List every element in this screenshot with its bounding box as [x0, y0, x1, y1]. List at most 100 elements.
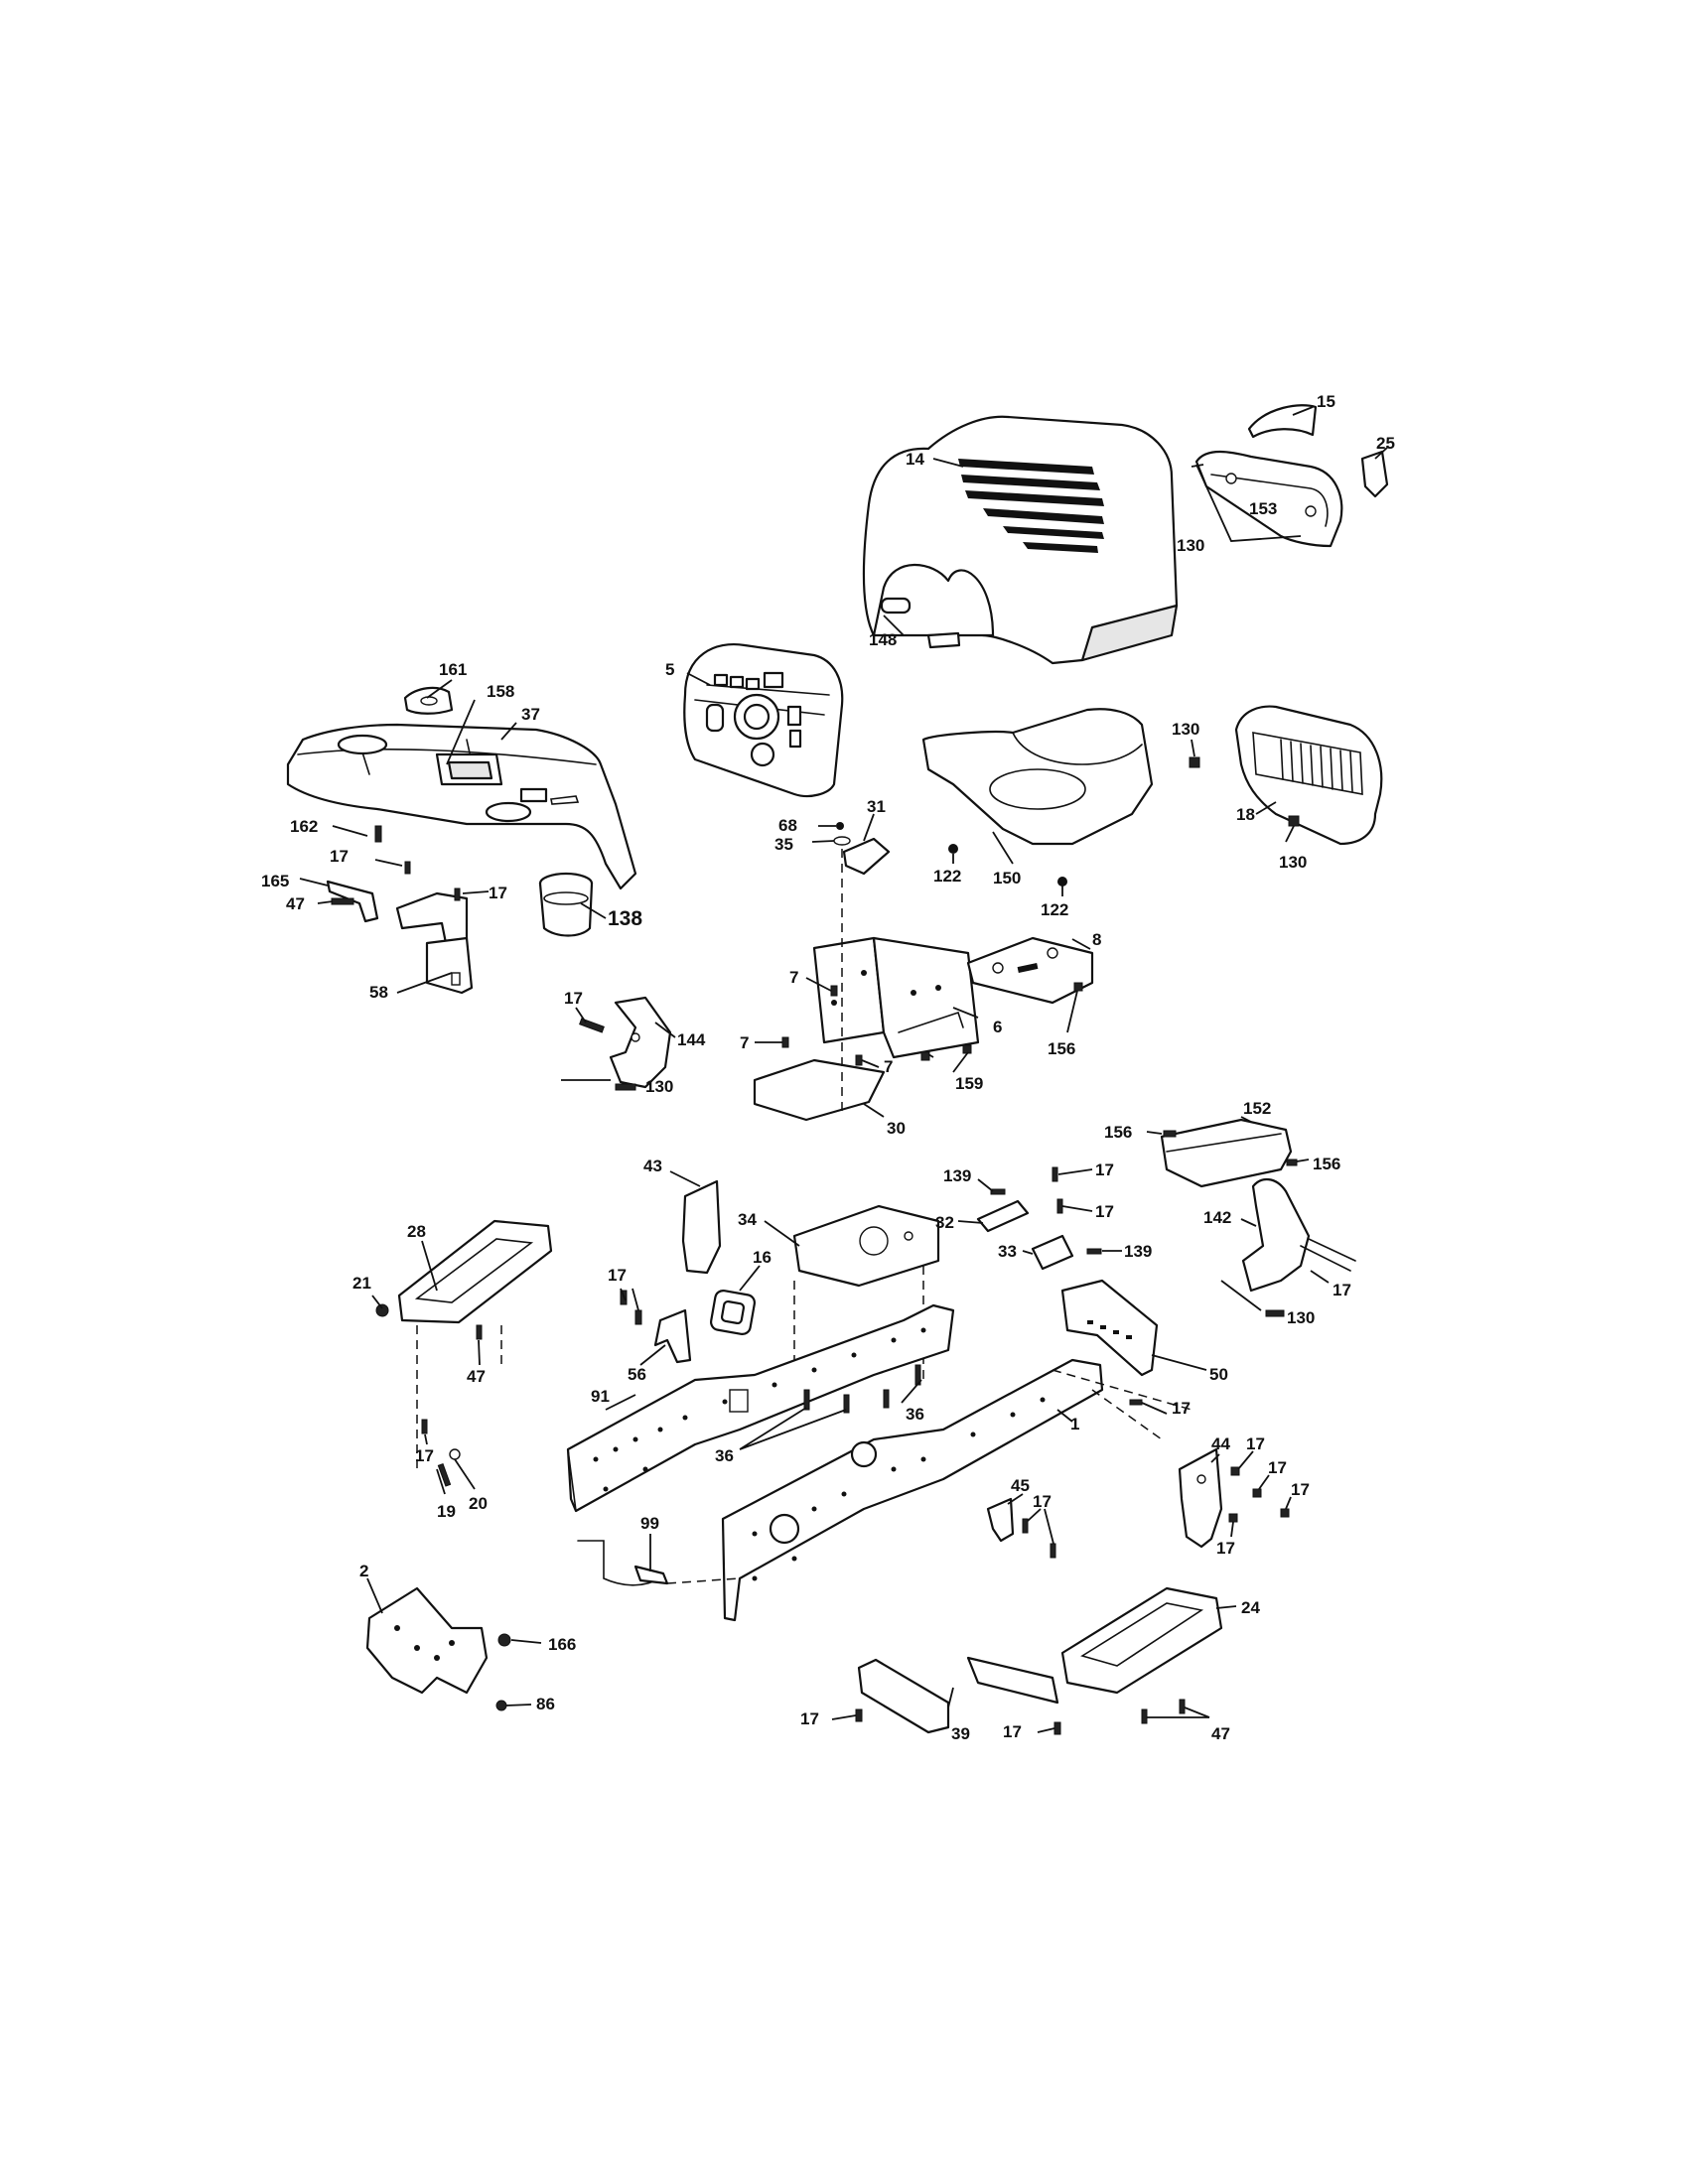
- frame-rail-91-holes: [593, 1327, 926, 1492]
- callout-17-j: 17: [1246, 1434, 1265, 1453]
- screw-139-b: [1086, 1248, 1102, 1255]
- cupholder-138: [538, 872, 594, 937]
- callout-7-a: 7: [789, 968, 798, 987]
- plate-2: [365, 1586, 489, 1695]
- callout-33: 33: [998, 1242, 1017, 1261]
- grille-153: [1194, 450, 1343, 548]
- callout-19: 19: [437, 1502, 456, 1521]
- gasket-16: [709, 1289, 757, 1336]
- leader-lines: [299, 406, 1389, 1733]
- callout-142: 142: [1203, 1208, 1231, 1227]
- bumper-24: [1060, 1586, 1223, 1695]
- bolt-17-e: [1056, 1198, 1063, 1214]
- callout-161: 161: [439, 660, 467, 679]
- grommet-122-b: [1057, 877, 1067, 887]
- plate-8: [966, 936, 1094, 1005]
- hood-emblem-148: [880, 597, 912, 614]
- callout-43: 43: [643, 1157, 662, 1175]
- callout-153: 153: [1249, 499, 1277, 518]
- pedal-bracket-144: [609, 996, 672, 1089]
- bolt-17-k: [1252, 1488, 1262, 1498]
- bracket-58: [395, 891, 474, 995]
- screw-156-c: [1286, 1159, 1298, 1166]
- nut-21: [375, 1303, 389, 1317]
- hood-part: [862, 415, 1179, 665]
- bracket-33: [1031, 1234, 1074, 1271]
- fender-37: [286, 723, 637, 890]
- callout-44: 44: [1211, 1434, 1230, 1453]
- callout-68: 68: [778, 816, 797, 835]
- frame-rail-91: [566, 1303, 955, 1513]
- bracket-56: [653, 1308, 692, 1364]
- bolt-130-d: [615, 1083, 636, 1091]
- bolt-36-a: [803, 1389, 890, 1414]
- bolt-47-b: [476, 1324, 483, 1340]
- callout-18: 18: [1236, 805, 1255, 824]
- callout-166: 166: [548, 1635, 576, 1654]
- callout-17-a: 17: [330, 847, 349, 866]
- bolt-86: [495, 1700, 507, 1711]
- bolt-17-o: [855, 1708, 863, 1722]
- callout-156-c: 156: [1313, 1155, 1340, 1173]
- callout-158: 158: [487, 682, 514, 701]
- callout-25: 25: [1376, 434, 1395, 453]
- callout-17-n: 17: [1033, 1492, 1052, 1511]
- screw-7-c: [855, 1054, 863, 1066]
- callout-150: 150: [993, 869, 1021, 887]
- bracket-165: [326, 880, 379, 923]
- callout-39: 39: [951, 1724, 970, 1743]
- callout-6: 6: [993, 1018, 1002, 1036]
- nut-166: [497, 1633, 511, 1647]
- callout-17-f: 17: [1333, 1281, 1351, 1299]
- bolt-47-a: [331, 897, 354, 905]
- callout-17-p: 17: [1003, 1722, 1022, 1741]
- hitch-plate-39: [857, 1656, 1059, 1734]
- dash-housing-150: [921, 708, 1154, 846]
- bolt-17-b: [454, 887, 461, 901]
- callout-17-e: 17: [1095, 1202, 1114, 1221]
- callout-47-c: 47: [1211, 1724, 1230, 1743]
- screw-156-a: [1073, 982, 1083, 992]
- bumper-28: [397, 1219, 553, 1324]
- bolt-162: [374, 825, 382, 843]
- callout-32: 32: [935, 1213, 954, 1232]
- callout-14: 14: [906, 450, 924, 469]
- screw-139-a: [990, 1188, 1006, 1195]
- plate-30: [753, 1058, 886, 1122]
- bracket-43: [681, 1179, 722, 1275]
- callout-30: 30: [887, 1119, 906, 1138]
- callout-130-c: 130: [1279, 853, 1307, 872]
- bolt-17-c: [579, 1018, 605, 1033]
- callout-17-m: 17: [1216, 1539, 1235, 1558]
- dashboard-5: [683, 643, 844, 798]
- callout-36-a: 36: [906, 1405, 924, 1424]
- callout-17-g: 17: [608, 1266, 627, 1285]
- bolt-17-d: [1052, 1166, 1058, 1182]
- callout-24: 24: [1241, 1598, 1260, 1617]
- callout-31: 31: [867, 797, 886, 816]
- callout-2: 2: [359, 1562, 368, 1580]
- bolt-47-c: [1141, 1699, 1186, 1724]
- callout-45: 45: [1011, 1476, 1030, 1495]
- callout-34: 34: [738, 1210, 757, 1229]
- callout-86: 86: [536, 1695, 555, 1713]
- callouts: 14 15 25 153 130 148 5 161 158 37 162 17…: [261, 392, 1395, 1743]
- nut-68: [836, 822, 844, 830]
- bolt-17-m: [1228, 1513, 1238, 1523]
- pedal-bracket-142: [1241, 1178, 1356, 1293]
- dash-panel-6: [812, 936, 980, 1059]
- callout-47-b: 47: [467, 1367, 486, 1386]
- callout-56: 56: [628, 1365, 646, 1384]
- callout-138: 138: [608, 907, 642, 930]
- callout-17-o: 17: [800, 1709, 819, 1728]
- callout-17-b: 17: [489, 884, 507, 902]
- callout-5: 5: [665, 660, 674, 679]
- frame-rail-1-holes: [752, 1397, 1046, 1581]
- callout-17-c: 17: [564, 989, 583, 1008]
- callout-17-h: 17: [415, 1446, 434, 1465]
- callout-37: 37: [521, 705, 540, 724]
- callout-130-a: 130: [1177, 536, 1204, 555]
- bolt-17-n: [1022, 1518, 1056, 1559]
- callout-7-c: 7: [884, 1057, 893, 1076]
- hood-vent-louvers: [958, 459, 1104, 553]
